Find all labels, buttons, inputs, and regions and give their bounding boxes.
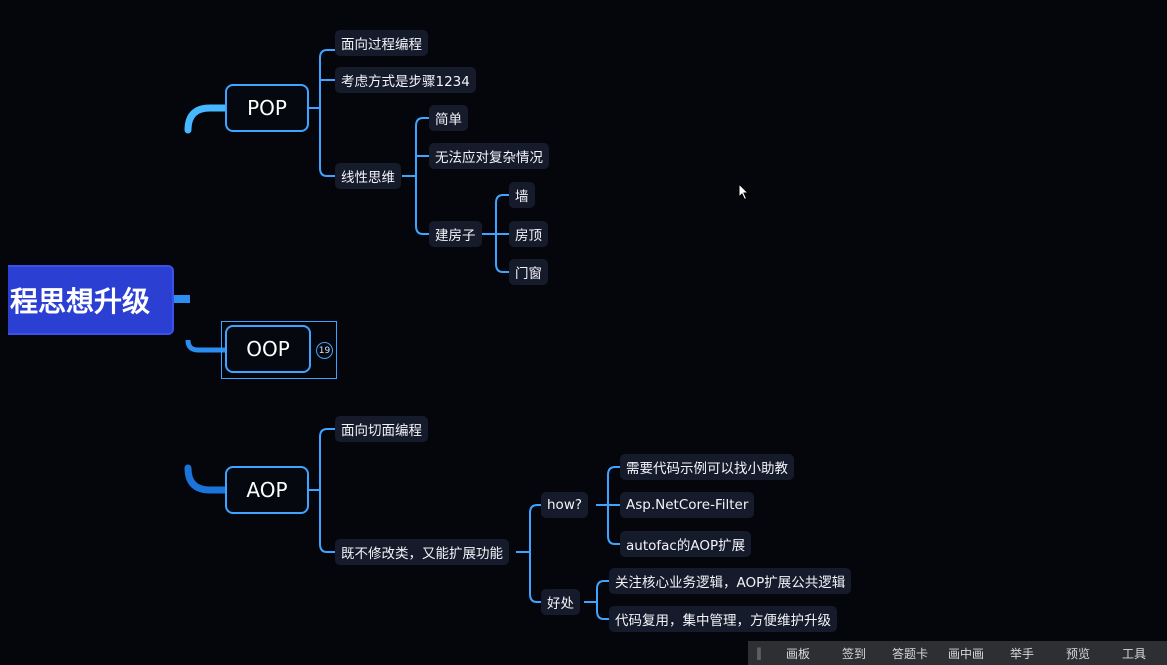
node-steps-1234[interactable]: 考虑方式是步骤1234: [335, 67, 476, 93]
topic-aop-label: AOP: [246, 478, 288, 502]
node-procedural-programming[interactable]: 面向过程编程: [335, 30, 428, 56]
node-how[interactable]: how?: [541, 492, 589, 518]
toolbar-tools-button[interactable]: 工具: [1121, 646, 1146, 661]
toolbar-raise-hand-button[interactable]: 举手: [1009, 646, 1034, 661]
node-roof[interactable]: 房顶: [509, 221, 548, 247]
topic-pop-label: POP: [247, 96, 287, 120]
node-focus-core-logic[interactable]: 关注核心业务逻辑，AOP扩展公共逻辑: [609, 568, 852, 594]
node-door-window[interactable]: 门窗: [509, 259, 548, 285]
mouse-cursor-icon: [738, 183, 750, 201]
topic-aop[interactable]: AOP: [225, 466, 309, 514]
node-ask-assistant[interactable]: 需要代码示例可以找小助教: [620, 454, 794, 480]
node-build-house[interactable]: 建房子: [429, 221, 482, 247]
collapsed-count-badge[interactable]: 19: [316, 342, 333, 359]
node-aspnetcore-filter[interactable]: Asp.NetCore-Filter: [620, 492, 755, 518]
topic-pop[interactable]: POP: [225, 84, 309, 132]
selection-frame: [221, 321, 337, 379]
toolbar-preview-button[interactable]: 预览: [1065, 646, 1090, 661]
toolbar-checkin-button[interactable]: 签到: [841, 646, 866, 661]
drag-handle-icon[interactable]: ‖: [756, 646, 762, 660]
node-code-reuse[interactable]: 代码复用，集中管理，方便维护升级: [609, 606, 837, 632]
node-linear-thinking[interactable]: 线性思维: [335, 163, 401, 189]
node-autofac-aop[interactable]: autofac的AOP扩展: [620, 531, 752, 557]
toolbar-answer-card-button[interactable]: 答题卡: [891, 646, 928, 661]
node-aspect-programming[interactable]: 面向切面编程: [335, 416, 428, 442]
topic-oop[interactable]: OOP: [225, 325, 311, 373]
node-cannot-handle-complexity[interactable]: 无法应对复杂情况: [429, 143, 549, 169]
root-topic-label: 程思想升级: [10, 285, 151, 318]
node-wall[interactable]: 墙: [509, 182, 535, 208]
node-benefits[interactable]: 好处: [541, 589, 580, 615]
node-simple[interactable]: 简单: [429, 105, 468, 131]
classroom-toolbar: ‖ 画板 签到 答题卡 画中画 举手 预览 工具: [748, 641, 1167, 665]
node-extend-without-modify[interactable]: 既不修改类，又能扩展功能: [335, 539, 509, 565]
root-topic[interactable]: 程思想升级: [8, 265, 174, 335]
topic-oop-label: OOP: [246, 337, 290, 361]
toolbar-whiteboard-button[interactable]: 画板: [785, 646, 810, 661]
toolbar-pip-button[interactable]: 画中画: [947, 646, 984, 661]
